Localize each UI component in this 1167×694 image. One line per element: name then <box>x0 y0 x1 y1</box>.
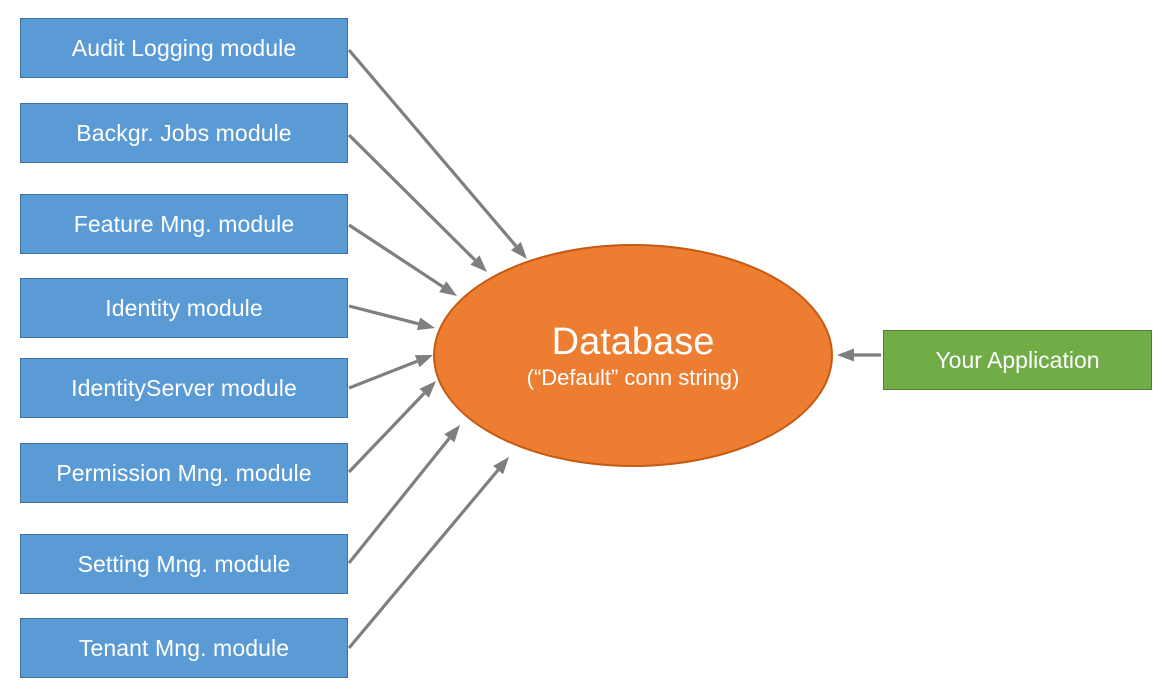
connector-line <box>348 304 419 326</box>
arrowhead <box>493 457 509 475</box>
connector-line <box>347 392 426 474</box>
connector-line <box>348 359 418 390</box>
module-box[interactable]: Feature Mng. module <box>20 194 348 254</box>
module-label: Tenant Mng. module <box>78 634 290 661</box>
module-box[interactable]: Backgr. Jobs module <box>20 103 348 163</box>
application-node[interactable]: Your Application <box>883 330 1152 390</box>
connector-line <box>347 133 477 262</box>
module-label: Audit Logging module <box>71 34 297 61</box>
connector-line <box>347 48 518 248</box>
connector-line <box>347 437 451 565</box>
module-box[interactable]: Tenant Mng. module <box>20 618 348 678</box>
arrowhead <box>416 317 435 331</box>
module-label: IdentityServer module <box>71 374 297 401</box>
arrowhead <box>837 348 854 362</box>
arrowhead <box>414 355 433 368</box>
module-label: Setting Mng. module <box>77 550 291 577</box>
connector-line <box>347 469 500 650</box>
module-box[interactable]: Audit Logging module <box>20 18 348 78</box>
database-title: Database <box>551 320 715 363</box>
module-box[interactable]: Identity module <box>20 278 348 338</box>
module-label: Identity module <box>105 294 263 321</box>
database-node[interactable]: Database (“Default” conn string) <box>433 244 833 467</box>
module-box[interactable]: IdentityServer module <box>20 358 348 418</box>
arrowhead <box>470 255 487 272</box>
arrowhead <box>439 281 457 296</box>
module-box[interactable]: Permission Mng. module <box>20 443 348 503</box>
connector-line <box>348 223 444 288</box>
module-label: Feature Mng. module <box>73 210 295 237</box>
database-subtitle: (“Default” conn string) <box>526 365 740 391</box>
module-label: Backgr. Jobs module <box>76 119 292 146</box>
arrowhead <box>419 381 436 398</box>
application-label: Your Application <box>935 346 1100 373</box>
module-box[interactable]: Setting Mng. module <box>20 534 348 594</box>
module-label: Permission Mng. module <box>56 459 312 486</box>
arrowhead <box>444 425 460 443</box>
arrowhead <box>511 241 527 259</box>
